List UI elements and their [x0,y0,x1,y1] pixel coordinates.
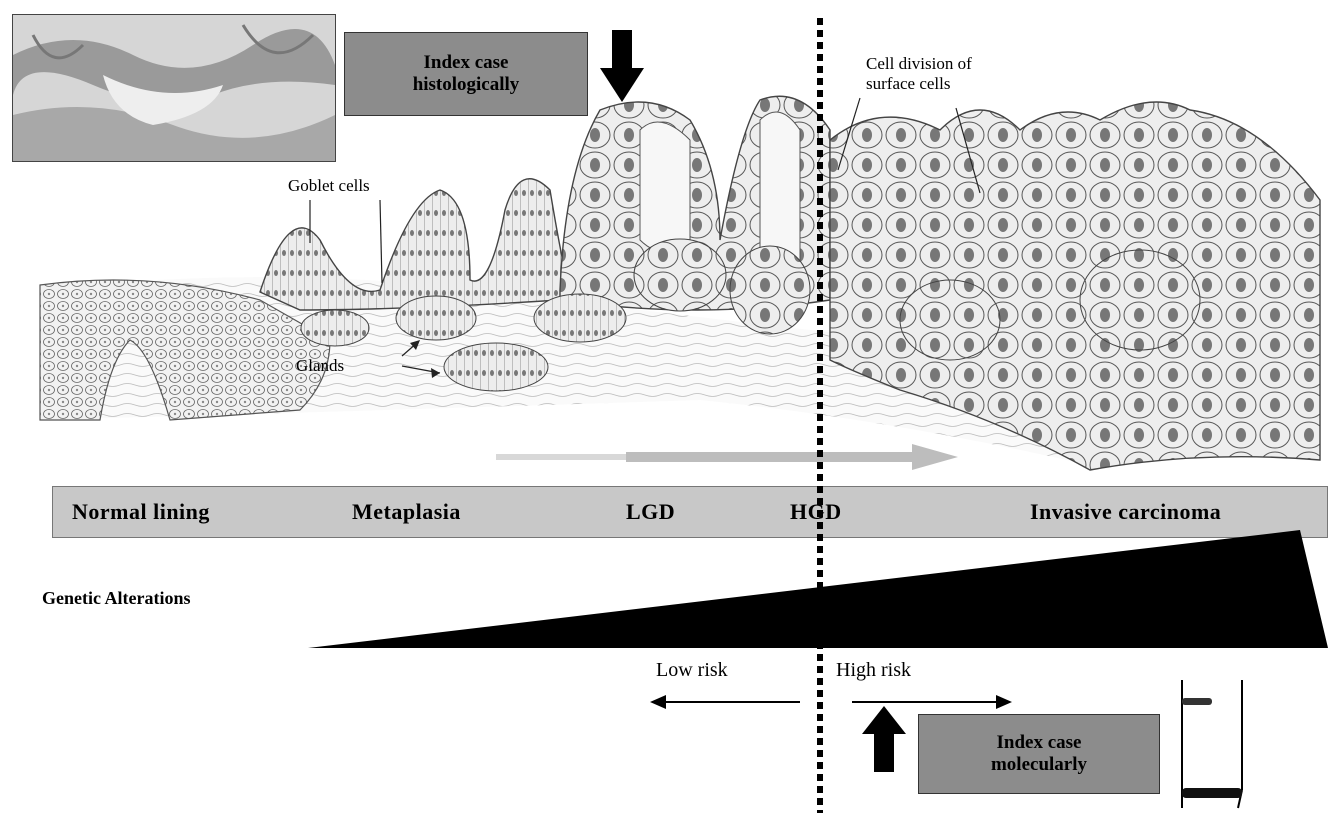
glands-label: Glands [296,356,344,376]
high-risk-label: High risk [836,660,911,680]
stage-invasive-carcinoma: Invasive carcinoma [1030,499,1221,525]
stage-normal-lining: Normal lining [72,499,210,525]
gel-band-image [1180,680,1244,812]
index-case-molecular-box: Index case molecularly [918,714,1160,794]
low-risk-arrow [650,692,800,712]
genetic-alterations-label: Genetic Alterations [42,588,190,609]
goblet-cells-label: Goblet cells [288,176,370,196]
up-arrow-icon [862,706,906,772]
hgd-threshold-line [814,18,826,813]
low-risk-label: Low risk [656,660,728,680]
index-case-histologic-box: Index case histologically [344,32,588,116]
histology-photo [12,14,336,162]
stage-lgd: LGD [626,499,675,525]
down-arrow-icon [600,30,644,102]
progression-arrow [496,440,966,474]
cell-division-label: Cell division of surface cells [866,54,972,94]
stage-metaplasia: Metaplasia [352,499,461,525]
